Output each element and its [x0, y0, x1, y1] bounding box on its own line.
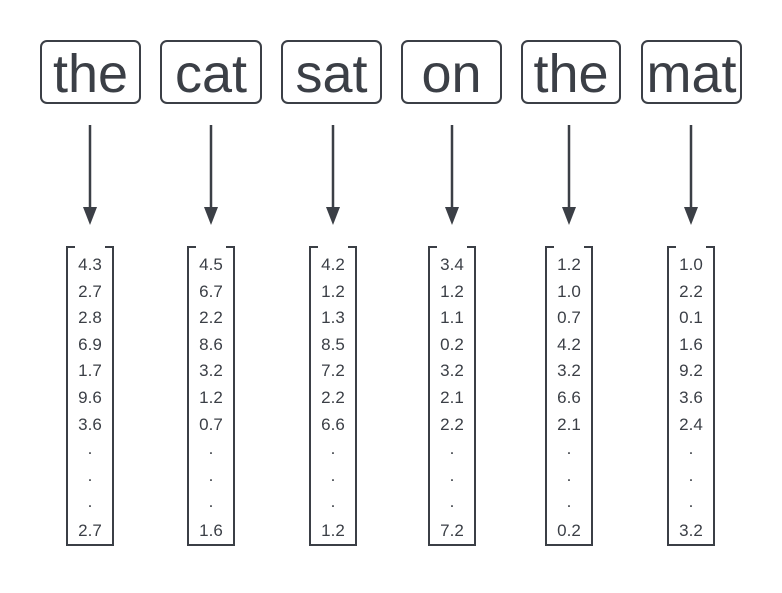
vector-value: 1.1	[440, 308, 464, 328]
vector-value: 3.4	[440, 255, 464, 274]
token-label: the	[533, 44, 609, 104]
down-arrow-icon	[83, 125, 97, 225]
vector-value: 2.2	[440, 414, 464, 434]
vector-value: 8.5	[321, 334, 345, 354]
embedding-vector: 4.5 6.7 2.2 8.6 3.2 1.2 0.7... 1.6	[187, 245, 235, 547]
ellipsis-dot: .	[688, 492, 694, 512]
vector-value: 0.1	[679, 308, 703, 328]
vector-value: 1.2	[557, 255, 581, 274]
token-box: cat	[160, 40, 262, 104]
vector-values: 1.2 1.0 0.7 4.2 3.2 6.6 2.1... 0.2	[547, 252, 591, 545]
vector-value-last: 0.2	[557, 520, 581, 540]
vector-value: 3.6	[679, 387, 703, 407]
vector-value: 4.3	[78, 255, 102, 274]
ellipsis-dot: .	[449, 465, 455, 485]
vector-value: 4.2	[557, 334, 581, 354]
ellipsis-dot: .	[688, 439, 694, 459]
vector-value: 6.9	[78, 334, 102, 354]
vector-value: 1.2	[440, 281, 464, 301]
vector-value-last: 1.6	[199, 520, 223, 540]
token-label: on	[421, 44, 482, 104]
ellipsis-dot: .	[566, 439, 572, 459]
ellipsis-dot: .	[87, 465, 93, 485]
vector-value: 2.1	[440, 387, 464, 407]
vector-value: 1.7	[78, 361, 102, 381]
vector-value: 0.7	[199, 414, 223, 434]
vector-value: 8.6	[199, 334, 223, 354]
ellipsis-dot: .	[330, 492, 336, 512]
vector-value: 9.2	[679, 361, 703, 381]
vector-value: 7.2	[321, 361, 345, 381]
down-arrow-icon	[562, 125, 576, 225]
vector-value: 3.2	[199, 361, 223, 381]
vector-value: 3.6	[78, 414, 102, 434]
token-label: sat	[295, 44, 368, 104]
vector-value: 3.2	[557, 361, 581, 381]
vector-value: 1.2	[321, 281, 345, 301]
vector-value: 6.6	[557, 387, 581, 407]
embedding-vector: 4.3 2.7 2.8 6.9 1.7 9.6 3.6... 2.7	[66, 245, 114, 547]
vector-value: 2.7	[78, 281, 102, 301]
vector-value: 4.5	[199, 255, 223, 274]
token-label: the	[52, 44, 129, 104]
token-box: on	[401, 40, 502, 104]
ellipsis-dot: .	[208, 439, 214, 459]
vector-value: 3.2	[440, 361, 464, 381]
vector-values: 4.5 6.7 2.2 8.6 3.2 1.2 0.7... 1.6	[189, 252, 233, 545]
vector-value: 2.8	[78, 308, 102, 328]
token-label: mat	[646, 44, 737, 104]
ellipsis-dot: .	[208, 492, 214, 512]
token-label: cat	[174, 44, 248, 104]
token-box: the	[40, 40, 141, 104]
vector-value: 2.4	[679, 414, 703, 434]
ellipsis-dot: .	[688, 465, 694, 485]
vector-values: 1.0 2.2 0.1 1.6 9.2 3.6 2.4... 3.2	[669, 252, 713, 545]
ellipsis-dot: .	[330, 465, 336, 485]
vector-value-last: 7.2	[440, 520, 464, 540]
embedding-vector: 3.4 1.2 1.1 0.2 3.2 2.1 2.2... 7.2	[428, 245, 476, 547]
vector-value: 2.2	[321, 387, 345, 407]
vector-value: 6.6	[321, 414, 345, 434]
vector-value: 1.0	[679, 255, 703, 274]
ellipsis-dot: .	[449, 439, 455, 459]
vector-values: 3.4 1.2 1.1 0.2 3.2 2.1 2.2... 7.2	[430, 252, 474, 545]
embedding-vector: 1.2 1.0 0.7 4.2 3.2 6.6 2.1... 0.2	[545, 245, 593, 547]
vector-values: 4.2 1.2 1.3 8.5 7.2 2.2 6.6... 1.2	[311, 252, 355, 545]
down-arrow-icon	[445, 125, 459, 225]
vector-value: 1.2	[199, 387, 223, 407]
vector-value: 0.2	[440, 334, 464, 354]
ellipsis-dot: .	[87, 439, 93, 459]
ellipsis-dot: .	[87, 492, 93, 512]
ellipsis-dot: .	[208, 465, 214, 485]
token-box: sat	[281, 40, 382, 104]
embedding-vector: 4.2 1.2 1.3 8.5 7.2 2.2 6.6... 1.2	[309, 245, 357, 547]
vector-values: 4.3 2.7 2.8 6.9 1.7 9.6 3.6... 2.7	[68, 252, 112, 545]
vector-value: 4.2	[321, 255, 345, 274]
token-box: mat	[641, 40, 742, 104]
vector-value: 0.7	[557, 308, 581, 328]
vector-value: 2.1	[557, 414, 581, 434]
ellipsis-dot: .	[566, 492, 572, 512]
vector-value-last: 1.2	[321, 520, 345, 540]
down-arrow-icon	[684, 125, 698, 225]
ellipsis-dot: .	[449, 492, 455, 512]
vector-value-last: 3.2	[679, 520, 703, 540]
vector-value: 2.2	[679, 281, 703, 301]
ellipsis-dot: .	[330, 439, 336, 459]
down-arrow-icon	[326, 125, 340, 225]
vector-value: 2.2	[199, 308, 223, 328]
vector-value: 1.0	[557, 281, 581, 301]
vector-value: 1.3	[321, 308, 345, 328]
vector-value: 1.6	[679, 334, 703, 354]
vector-value: 6.7	[199, 281, 223, 301]
vector-value-last: 2.7	[78, 520, 102, 540]
ellipsis-dot: .	[566, 465, 572, 485]
embedding-vector: 1.0 2.2 0.1 1.6 9.2 3.6 2.4... 3.2	[667, 245, 715, 547]
vector-value: 9.6	[78, 387, 102, 407]
down-arrow-icon	[204, 125, 218, 225]
token-box: the	[521, 40, 621, 104]
